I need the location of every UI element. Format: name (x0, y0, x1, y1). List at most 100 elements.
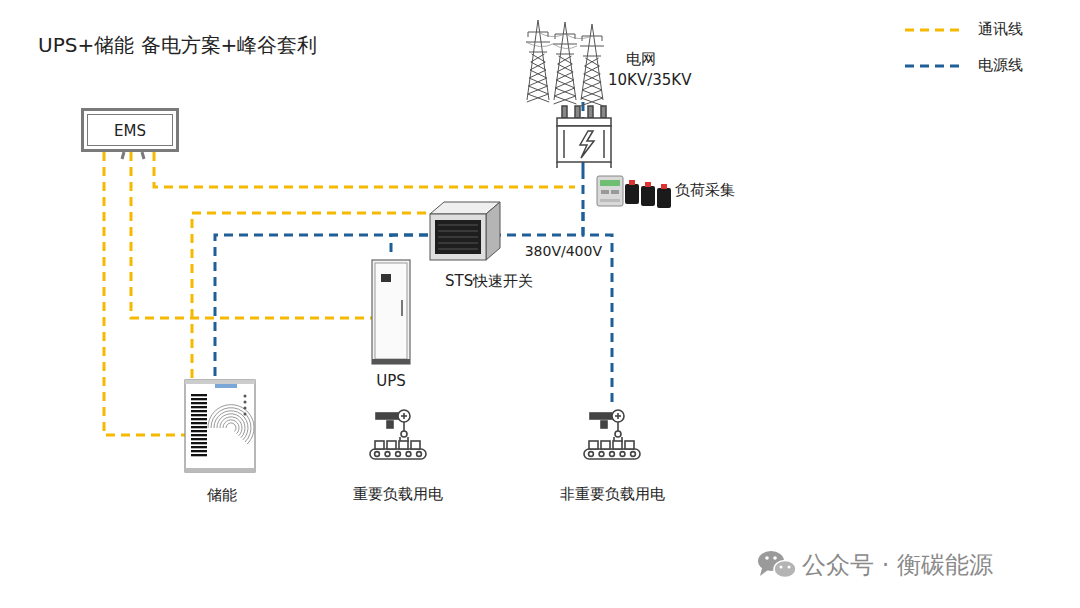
pylon-icon (520, 14, 610, 104)
drawing-part (530, 70, 547, 78)
drawing-part (584, 74, 601, 82)
energy-storage: 储能 (174, 378, 270, 508)
drawing-part (376, 413, 398, 419)
drawing-part (582, 90, 603, 98)
drawing-part (244, 413, 247, 416)
drawing-part (585, 58, 599, 66)
wechat-icon (758, 551, 796, 578)
drawing-part (625, 184, 639, 204)
drawing-part (435, 220, 481, 254)
node-label: 储能 (174, 486, 270, 505)
drawing-part (620, 452, 625, 457)
power-line (583, 212, 612, 405)
drawing-part (601, 421, 607, 428)
drawing-part (208, 405, 254, 444)
drawing-part (438, 249, 478, 250)
load-meter: 负荷采集 (575, 170, 755, 212)
drawing-part (559, 56, 573, 64)
drawing-part (217, 414, 245, 438)
drawing-part (486, 202, 500, 260)
drawing-part (214, 411, 248, 440)
drawing-part (528, 32, 529, 37)
critical-load: 重要负载用电 (334, 405, 462, 505)
drawing-part (191, 422, 207, 424)
drawing-part (615, 431, 621, 437)
drawing-part (597, 176, 623, 206)
drawing-part (385, 452, 390, 457)
drawing-part (625, 441, 634, 449)
drawing-part (629, 180, 635, 185)
drawing-part (610, 162, 612, 168)
drawing-part (599, 452, 604, 457)
drawing-part (528, 86, 548, 94)
drawing-part (563, 130, 565, 158)
drawing-part (375, 263, 407, 359)
drawing-part (226, 423, 236, 432)
drawing-part (774, 561, 796, 578)
diagram-title: UPS+储能 备电方案+峰谷套利 (38, 32, 317, 58)
drawing-part (215, 384, 237, 388)
drawing-part (399, 441, 408, 449)
drawing-part (553, 44, 577, 45)
drawing-part (191, 394, 207, 396)
node-label: 非重要负载用电 (548, 485, 676, 504)
drawing-part (411, 441, 420, 449)
drawing-part (191, 406, 207, 408)
legend-text: 通讯线 (978, 20, 1023, 39)
drawing-part (185, 380, 255, 384)
drawing-part (528, 78, 546, 86)
drawing-part (438, 231, 478, 232)
drawing-part (528, 86, 548, 94)
drawing-part (191, 434, 207, 436)
drawing-part (398, 410, 410, 422)
drawing-part (580, 46, 604, 47)
drawing-part (211, 408, 251, 442)
node-label: 负荷采集 (675, 181, 735, 200)
drawing-part (430, 214, 486, 260)
drawing-part (122, 152, 144, 159)
drawing-part (582, 82, 601, 90)
drawing-part (556, 72, 573, 80)
drawing-part (583, 56, 601, 57)
drawing-part (532, 54, 546, 62)
drawing-part (403, 422, 405, 431)
drawing-part (372, 359, 410, 364)
drawing-part (185, 380, 255, 472)
drawing-part (191, 450, 207, 452)
legend-sample (905, 29, 965, 32)
drawing-part (583, 74, 600, 82)
signal-line (131, 152, 372, 318)
drawing-part (381, 274, 391, 282)
drawing-part (603, 130, 605, 158)
drawing-part (590, 413, 612, 419)
drawing-part (191, 430, 207, 432)
drawing-part (557, 72, 574, 80)
drawing-part (612, 410, 624, 422)
drawing-part (396, 452, 401, 457)
drawing-part (580, 131, 594, 158)
drawing-part (438, 243, 478, 244)
edge-label: 380V/400V (523, 242, 604, 260)
drawing-part (556, 54, 574, 55)
drawing-part (581, 90, 602, 98)
drawing-part (244, 401, 247, 404)
drawing-part (765, 556, 769, 560)
drawing-part (191, 414, 207, 416)
drawing-part (589, 441, 598, 449)
signal-line (104, 152, 185, 435)
drawing-part (191, 438, 207, 440)
storage-icon (185, 380, 255, 472)
drawing-part (631, 452, 636, 457)
power-line (215, 235, 428, 378)
drawing-part (601, 190, 609, 194)
drawing-part (185, 468, 255, 472)
drawing-part (529, 78, 547, 86)
drawing-part (657, 188, 671, 208)
drawing-part (585, 66, 601, 74)
drawing-part (526, 32, 592, 49)
drawing-part (558, 56, 572, 64)
drawing-part (617, 413, 619, 419)
drawing-part (244, 395, 247, 398)
power-line (488, 212, 583, 235)
